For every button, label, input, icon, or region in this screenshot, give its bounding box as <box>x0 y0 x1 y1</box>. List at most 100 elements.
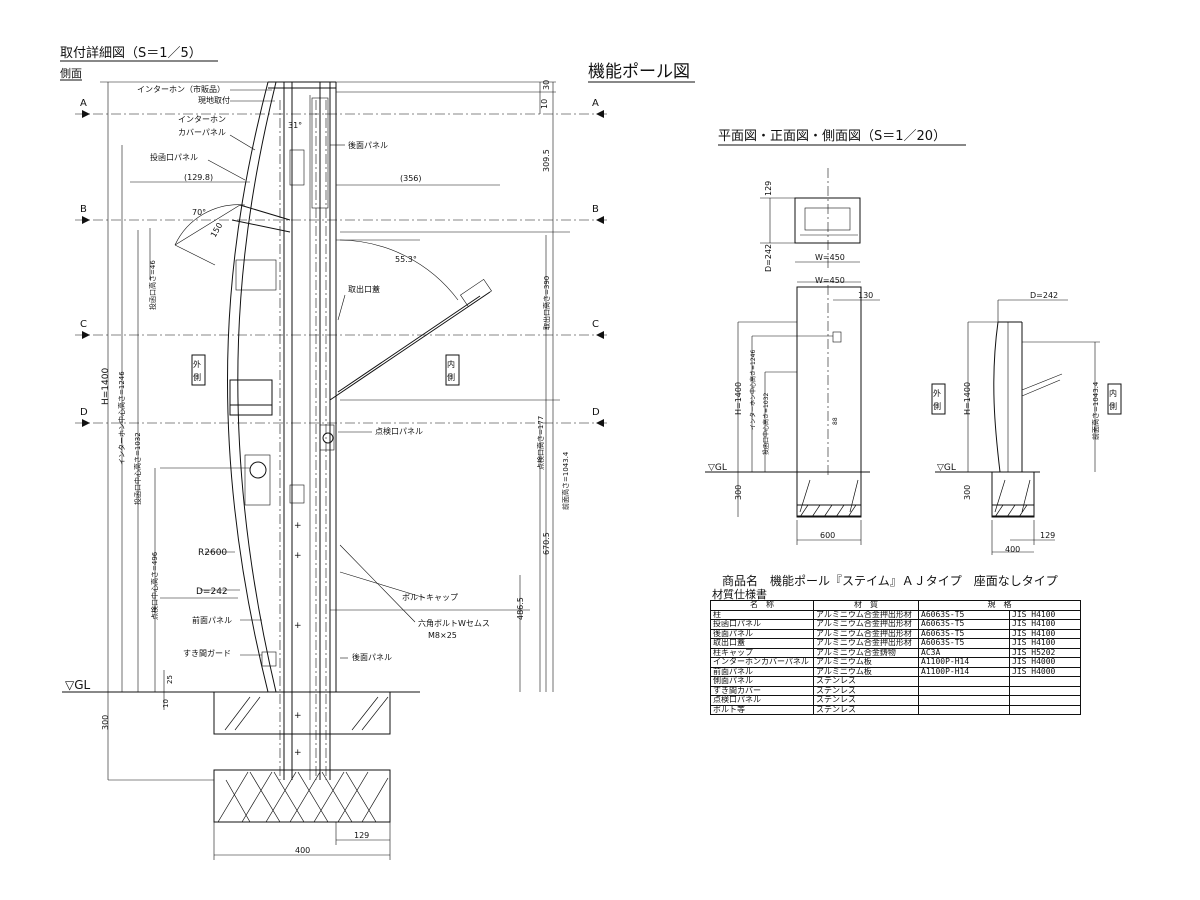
label-inspect-panel: 点検口パネル <box>375 426 423 436</box>
label-front-panel: 前面パネル <box>192 615 232 625</box>
small-dim-600: 600 <box>820 531 835 540</box>
outside-text-2: 側 <box>193 372 201 382</box>
spec-title: 商品名 機能ポール『ステイム』ＡＪタイプ 座面なしタイプ <box>722 574 1058 588</box>
dim-400: 400 <box>295 846 310 855</box>
small-dim-d242b: D=242 <box>1030 291 1058 300</box>
svg-text:+: + <box>294 521 302 531</box>
dimension-lines <box>100 81 570 860</box>
dim-h496: 点検口中心高さ=496 <box>150 551 159 620</box>
spec-cell-grade <box>918 676 1010 687</box>
svg-text:+: + <box>294 621 302 631</box>
spec-cell-grade: A1100P-H14 <box>918 657 1010 668</box>
plan-title: 平面図・正面図・側面図（S＝1／20） <box>718 129 946 144</box>
label-back-panel-bottom: 後面パネル <box>352 652 392 662</box>
inside-box <box>445 354 460 386</box>
label-gap-guard: すき間ガード <box>183 648 231 658</box>
inside-text-1: 内 <box>447 359 455 369</box>
label-onsite: 現地取付 <box>198 95 230 105</box>
spec-row: ボルト等ステンレス <box>710 704 1081 715</box>
dim-r2600: R2600 <box>198 548 227 558</box>
small-dim-d242: D=242 <box>764 244 773 272</box>
spec-cell-material: ステンレス <box>813 704 919 715</box>
spec-cell-jis: JIS H4100 <box>1009 638 1081 649</box>
dim-670-5: 670.5 <box>542 532 551 555</box>
small-side-view <box>935 299 1100 555</box>
small-gl-front: ▽GL <box>708 463 727 473</box>
dim-46: 投函口高さ=46 <box>148 260 157 310</box>
spec-cell-jis <box>1009 676 1081 687</box>
small-label-88: 88 <box>832 417 839 425</box>
small-gl-side: ▽GL <box>937 463 956 473</box>
small-dim-130: 130 <box>858 291 873 300</box>
label-take-lid: 取出口蓋 <box>348 284 380 294</box>
spec-row: 点検口パネルステンレス <box>710 695 1081 706</box>
small-dim-w450-plan: W=450 <box>815 253 845 262</box>
section-b-right: B <box>592 204 599 215</box>
label-back-panel-top: 後面パネル <box>348 140 388 150</box>
section-a-right: A <box>592 98 599 109</box>
spec-cell-material: ステンレス <box>813 676 919 687</box>
svg-text:+: + <box>294 711 302 721</box>
small-dim-400: 400 <box>1005 545 1020 554</box>
section-d-right: D <box>592 407 600 418</box>
dim-25: 25 <box>166 675 174 684</box>
small-dim-300-side: 300 <box>963 485 972 500</box>
spec-header-standard: 規 格 <box>918 600 1081 611</box>
small-dim-h1400: H=1400 <box>734 382 743 415</box>
small-dim-h1043: 前面高さ=1043.4 <box>1091 381 1100 440</box>
dim-31deg: 31° <box>288 121 302 130</box>
spec-cell-grade <box>918 685 1010 696</box>
spec-cell-material: アルミニウム板 <box>813 657 919 668</box>
section-b-left: B <box>80 204 87 215</box>
svg-text:+: + <box>294 748 302 758</box>
spec-cell-material: アルミニウム合金押出形材 <box>813 638 919 649</box>
section-lines <box>75 110 610 427</box>
label-insert-panel: 投函口パネル <box>150 152 198 162</box>
inside-text-2: 側 <box>447 372 455 382</box>
dim-30: 30 <box>542 80 551 90</box>
outside-box <box>191 354 206 386</box>
spec-cell-material: アルミニウム合金押出形材 <box>813 619 919 630</box>
small-outside-2: 側 <box>933 401 941 411</box>
label-intercom: インターホン（市販品） <box>137 84 225 94</box>
small-dim-129b: 129 <box>1040 531 1055 540</box>
spec-cell-name: 点検口パネル <box>710 695 814 706</box>
spec-cell-name: 側面パネル <box>710 676 814 687</box>
dim-309-5: 309.5 <box>542 149 551 172</box>
outside-text-1: 外 <box>193 359 201 369</box>
dim-129-8: (129.8) <box>184 173 213 182</box>
dim-h177: 点検口高さ=177 <box>536 416 545 470</box>
section-a-left: A <box>80 98 87 109</box>
spec-cell-name: ボルト等 <box>710 704 814 715</box>
spec-cell-jis: JIS H4100 <box>1009 619 1081 630</box>
spec-cell-grade <box>918 704 1010 715</box>
foundation <box>62 691 420 823</box>
dim-356: (356) <box>400 174 422 183</box>
small-inside-1: 内 <box>1109 388 1117 398</box>
dim-486-5: 486.5 <box>516 597 525 620</box>
main-title: 機能ポール図 <box>588 62 690 82</box>
label-hex-bolt: 六角ボルトWセムス <box>418 618 490 628</box>
detail-title: 取付詳細図（S＝1／5） <box>60 45 202 61</box>
spec-header-material: 材 質 <box>813 600 919 611</box>
dim-300: 300 <box>101 715 110 730</box>
dim-55deg: 55.3° <box>395 255 417 264</box>
small-inside-box <box>1107 383 1122 415</box>
gl-label-main: ▽GL <box>65 678 91 692</box>
dim-390: 取出口高さ=390 <box>542 276 551 330</box>
spec-cell-grade <box>918 695 1010 706</box>
pole-side-section: + + + + + <box>174 81 492 780</box>
spec-cell-name: インターホンカバーパネル <box>710 657 814 668</box>
side-label: 側面 <box>60 67 82 80</box>
section-c-right: C <box>592 319 599 330</box>
spec-cell-jis <box>1009 685 1081 696</box>
small-dim-300-front: 300 <box>734 485 743 500</box>
dim-129: 129 <box>354 831 369 840</box>
spec-header-row: 名 称 材 質 規 格 <box>710 600 1081 611</box>
spec-subtitle: 材質仕様書 <box>712 588 767 601</box>
